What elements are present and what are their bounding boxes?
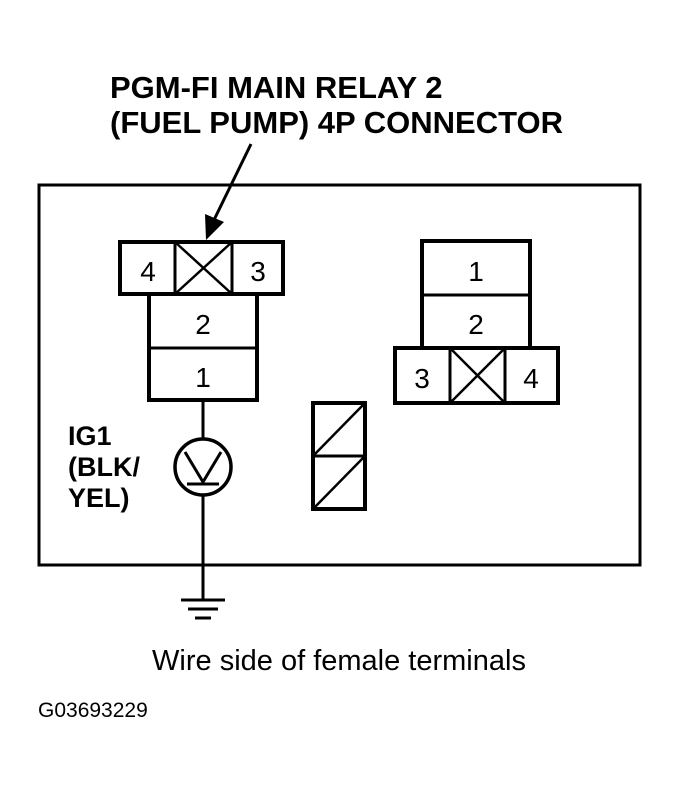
right-terminal-4: 4 <box>523 363 539 394</box>
callout-arrow <box>205 143 253 240</box>
left-connector-blank-cavity <box>174 241 233 295</box>
caption: Wire side of female terminals <box>152 645 526 677</box>
callout-line-2: (FUEL PUMP) 4P CONNECTOR <box>110 105 563 140</box>
ground-icon <box>181 598 225 620</box>
right-terminal-1: 1 <box>468 256 484 287</box>
wire-color-label-1: (BLK/ <box>68 452 140 482</box>
left-terminal-3: 3 <box>250 256 266 287</box>
left-terminal-4: 4 <box>140 256 156 287</box>
right-terminal-3: 3 <box>414 363 430 394</box>
voltmeter-icon <box>173 437 233 497</box>
left-terminal-2: 2 <box>195 309 211 340</box>
right-connector: 1 2 3 4 <box>393 239 560 405</box>
ig1-label: IG1 <box>68 421 112 451</box>
figure-code: G03693229 <box>38 699 148 722</box>
left-connector: 4 3 2 1 <box>118 240 285 402</box>
right-connector-blank-cavity <box>449 347 506 404</box>
callout-line-1: PGM-FI MAIN RELAY 2 <box>110 70 442 105</box>
connector-frame <box>37 183 642 567</box>
wire-color-label-2: YEL) <box>68 483 130 513</box>
center-connector <box>311 401 367 511</box>
right-terminal-2: 2 <box>468 309 484 340</box>
test-circuit <box>173 400 233 620</box>
left-terminal-1: 1 <box>195 362 211 393</box>
